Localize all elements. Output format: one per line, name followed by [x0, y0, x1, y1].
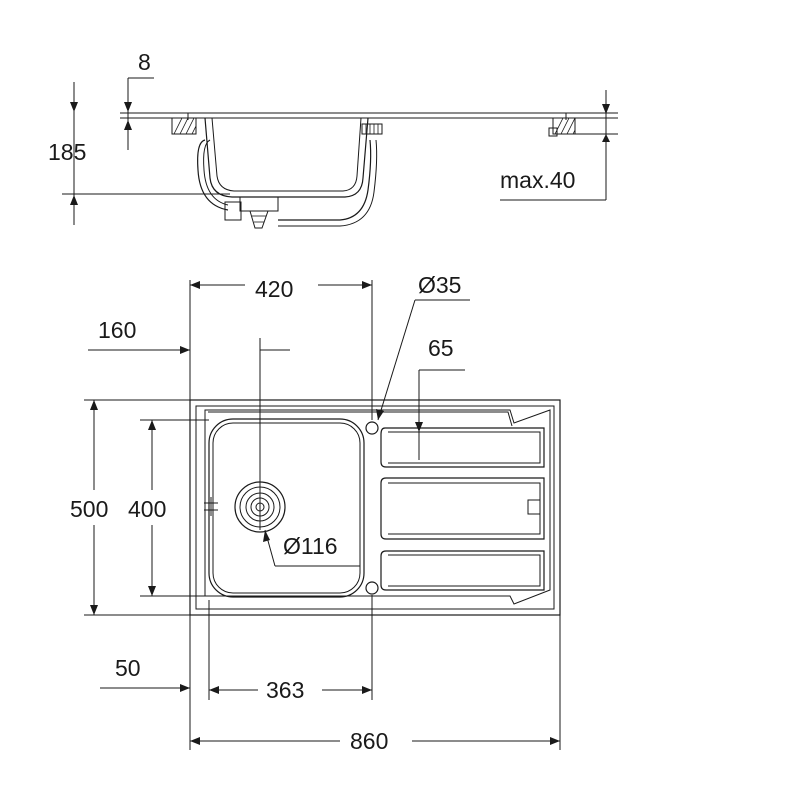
dim-label-500: 500 [70, 496, 108, 522]
dim-drainer-offset [415, 369, 465, 460]
drainer-groove-2 [380, 477, 545, 540]
dim-label-8: 8 [138, 49, 151, 75]
bowl [208, 418, 365, 598]
dim-max-worktop [500, 90, 618, 201]
dim-label-185: 185 [48, 139, 86, 165]
overflow-pipe [197, 139, 229, 211]
dim-left-offset [88, 346, 190, 354]
overflow-hole [365, 581, 379, 595]
dim-label-max40: max.40 [500, 167, 575, 193]
worktop-right [552, 117, 576, 135]
worktop-left [171, 117, 197, 135]
dim-label-160: 160 [98, 317, 136, 343]
bowl-section [204, 117, 369, 198]
dim-tap-hole [376, 299, 470, 421]
drainer-groove-3 [380, 550, 545, 591]
dim-label-50: 50 [115, 655, 141, 681]
dim-label-363: 363 [266, 677, 304, 703]
dim-edge-offset [100, 684, 190, 692]
dim-total-width [190, 737, 560, 745]
dim-label-d35: Ø35 [418, 272, 461, 298]
dim-label-860: 860 [350, 728, 388, 754]
side-view: 8 185 max.40 [48, 49, 618, 229]
drainer-groove-1 [380, 427, 545, 468]
dim-label-420: 420 [255, 276, 293, 302]
top-view: 420 Ø35 160 65 500 [70, 272, 561, 754]
dim-depth [62, 82, 230, 225]
dim-edge-thickness [124, 77, 154, 150]
dim-bowl-depth [148, 420, 156, 596]
drain-hose [278, 139, 372, 221]
dim-waste [263, 529, 360, 567]
dim-total-depth [90, 400, 98, 615]
dim-label-d116: Ø116 [283, 533, 338, 559]
tap-hole [365, 421, 379, 435]
dim-label-400: 400 [128, 496, 166, 522]
dim-bowl-width [190, 281, 372, 289]
dim-drain-center [209, 686, 372, 694]
sink-rim [120, 112, 618, 120]
tap-fitting [361, 123, 383, 135]
dim-label-65: 65 [428, 335, 454, 361]
waste-outlet [224, 196, 279, 229]
